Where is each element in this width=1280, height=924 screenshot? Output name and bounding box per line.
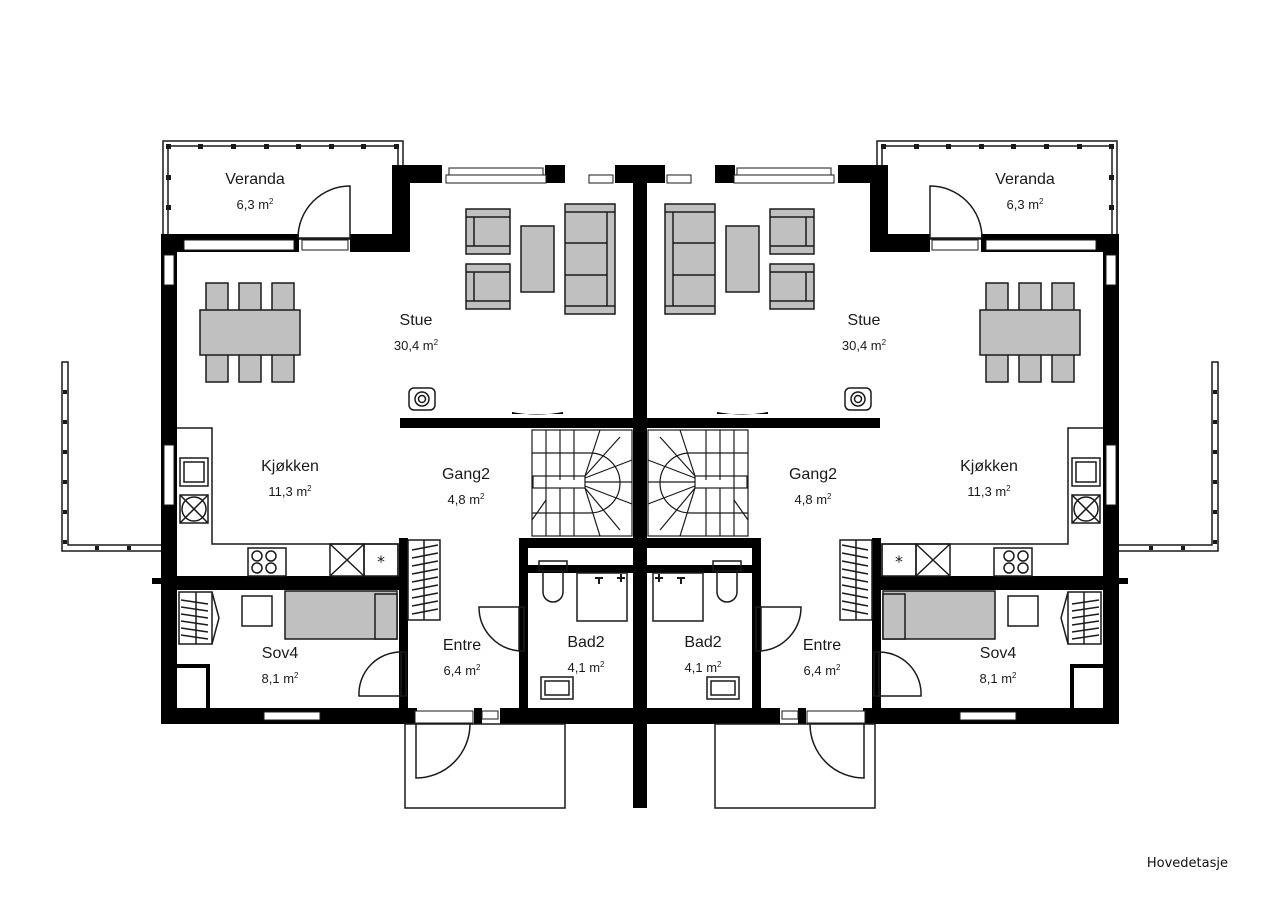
room-area: 6,4 m2 bbox=[443, 663, 481, 678]
room-area: 4,1 m2 bbox=[567, 660, 605, 675]
room-area: 4,8 m2 bbox=[447, 492, 485, 507]
room-area: 4,8 m2 bbox=[794, 492, 832, 507]
room-name: Stue bbox=[847, 312, 881, 329]
room-area: 6,4 m2 bbox=[803, 663, 841, 678]
room-area: 30,4 m2 bbox=[841, 338, 887, 353]
room-name: Veranda bbox=[225, 171, 285, 188]
room-area: 8,1 m2 bbox=[979, 671, 1017, 686]
room-stue-left: Stue 30,4 m2 bbox=[394, 312, 438, 355]
room-name: Entre bbox=[442, 637, 482, 654]
room-gang2-right: Gang2 4,8 m2 bbox=[789, 466, 837, 509]
room-veranda-left: Veranda 6,3 m2 bbox=[225, 171, 285, 214]
room-name: Entre bbox=[802, 637, 842, 654]
room-bad2-right: Bad2 4,1 m2 bbox=[684, 634, 721, 677]
floor-title: Hovedetasje bbox=[1146, 856, 1228, 871]
room-name: Gang2 bbox=[788, 466, 838, 483]
room-sov4-right: Sov4 8,1 m2 bbox=[980, 645, 1017, 688]
room-area: 6,3 m2 bbox=[1006, 197, 1044, 212]
room-name: Stue bbox=[399, 312, 433, 329]
room-area: 11,3 m2 bbox=[967, 484, 1011, 499]
room-area: 30,4 m2 bbox=[393, 338, 439, 353]
room-name: Kjøkken bbox=[261, 458, 319, 475]
room-name: Sov4 bbox=[979, 645, 1017, 662]
room-entre-right: Entre 6,4 m2 bbox=[803, 637, 841, 680]
room-kjokken-left: Kjøkken 11,3 m2 bbox=[261, 458, 319, 501]
room-entre-left: Entre 6,4 m2 bbox=[443, 637, 481, 680]
room-name: Gang2 bbox=[441, 466, 491, 483]
room-gang2-left: Gang2 4,8 m2 bbox=[442, 466, 490, 509]
room-area: 8,1 m2 bbox=[261, 671, 299, 686]
room-kjokken-right: Kjøkken 11,3 m2 bbox=[960, 458, 1018, 501]
room-name: Kjøkken bbox=[960, 458, 1018, 475]
room-sov4-left: Sov4 8,1 m2 bbox=[262, 645, 299, 688]
room-name: Sov4 bbox=[261, 645, 299, 662]
room-name: Bad2 bbox=[684, 634, 722, 651]
room-stue-right: Stue 30,4 m2 bbox=[842, 312, 886, 355]
room-area: 4,1 m2 bbox=[684, 660, 722, 675]
room-area: 6,3 m2 bbox=[236, 197, 274, 212]
room-name: Bad2 bbox=[567, 634, 605, 651]
room-bad2-left: Bad2 4,1 m2 bbox=[567, 634, 604, 677]
room-veranda-right: Veranda 6,3 m2 bbox=[995, 171, 1055, 214]
room-area: 11,3 m2 bbox=[268, 484, 312, 499]
room-name: Veranda bbox=[995, 171, 1055, 188]
